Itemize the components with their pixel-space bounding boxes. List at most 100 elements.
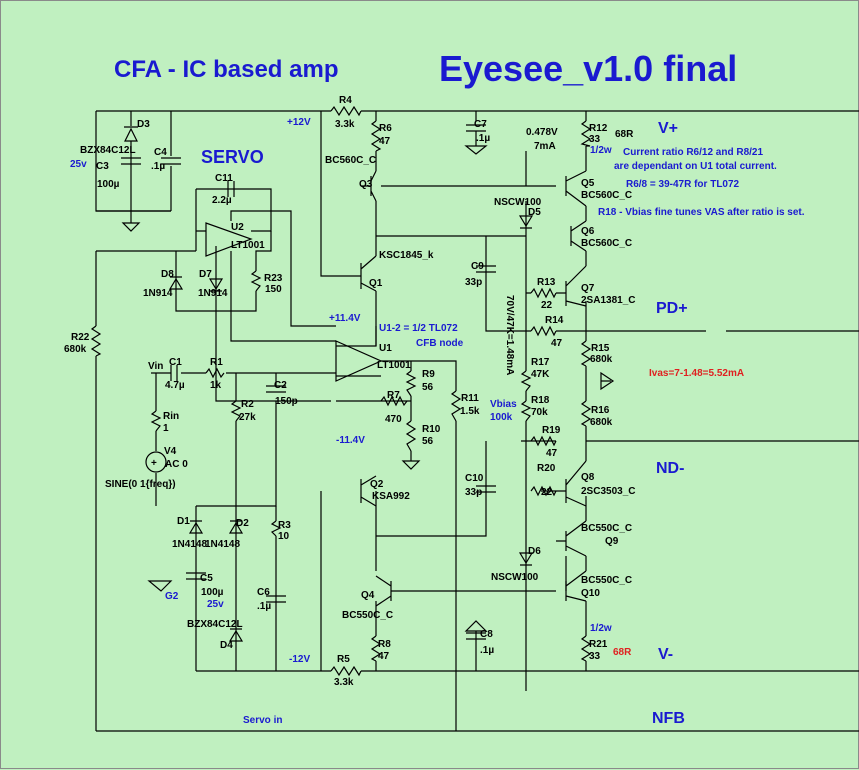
net-pdplus: PD+ [656,300,688,317]
transistor-Q8 [565,460,587,507]
label-R15: R15 [591,343,610,354]
resistor-R22 [90,325,102,357]
resistor-R9 [405,370,417,397]
label-C10: C10 [465,473,484,484]
capacitor-C10 [476,485,496,493]
capacitor-C2 [266,385,286,393]
transistor-Q2 [360,475,377,507]
note-vbias-100k: 100k [490,412,513,423]
label-C4: C4 [154,147,167,158]
resistor-R21 [580,635,592,662]
value-R21: 33 [589,651,601,662]
value-C7: .1µ [476,133,490,144]
label-R9: R9 [422,369,435,380]
value-R17: 47K [531,369,550,380]
label-C7: C7 [474,119,487,130]
resistor-R14 [530,325,557,337]
value-R9: 56 [422,382,434,393]
resistor-Rin [150,410,162,432]
resistor-R18 [520,400,532,422]
note-current-ratio-2: are dependant on U1 total current. [614,161,777,172]
value-Q4: BC550C_C [342,610,393,621]
label-R19: R19 [542,425,561,436]
value-R6: 47 [379,136,391,147]
zener-D3 [124,126,138,142]
svg-text:+: + [151,458,157,469]
value-U2: LT1001 [231,240,265,251]
label-C9: C9 [471,261,484,272]
note-ivas: Ivas=7-1.48=5.52mA [649,368,744,379]
label-Q2: Q2 [370,479,384,490]
value-C5: 100µ [201,587,224,598]
label-R16: R16 [591,405,610,416]
label-D6: D6 [528,546,541,557]
value-D7: 1N914 [198,288,228,299]
zener-D4 [228,628,244,642]
note-current-ratio-1: Current ratio R6/12 and R8/21 [623,147,763,158]
value-C2: 150p [275,396,298,407]
net-nfb: NFB [652,710,685,727]
value-D5: NSCW100 [494,197,542,208]
value-Q6: BC560C_C [581,238,632,249]
resistor-R6 [370,120,382,152]
label-Q1: Q1 [369,278,383,289]
ground-symbol [147,580,173,592]
value-R2: 27k [239,412,256,423]
value-Rin: 1 [163,423,169,434]
main-title: Eyesee_v1.0 final [439,48,737,89]
value-Q1: KSC1845_k [379,250,434,261]
label-R20: R20 [537,463,556,474]
capacitor-C4 [161,157,181,165]
label-Q9: Q9 [605,536,619,547]
resistor-R12 [580,120,592,147]
diode-D1 [188,520,204,534]
value-R16: 680k [590,417,613,428]
value-R7: 470 [385,414,402,425]
net-vplus: V+ [658,120,678,137]
net-g2: G2 [165,591,179,602]
label-R6: R6 [379,123,392,134]
value-C9: 33p [465,277,482,288]
transistor-Q5 [565,170,587,207]
value-R23: 150 [265,284,282,295]
value-C6: .1µ [257,601,271,612]
resistor-R3 [270,520,282,537]
note-25v-bottom: 25v [207,599,224,610]
transistor-Q4 [375,575,392,607]
label-Q7: Q7 [581,283,595,294]
value-Q2: KSA992 [372,491,410,502]
value-U1: LT1001 [377,360,411,371]
value-R1: 1k [210,380,222,391]
diode-D2 [228,520,244,534]
diode-D7 [208,278,224,292]
label-U2: U2 [231,222,244,233]
label-R17: R17 [531,357,550,368]
label-D2: D2 [236,518,249,529]
value-C8: .1µ [480,645,494,656]
value-Q7: 2SA1381_C [581,295,635,306]
label-Q10: Q10 [581,588,600,599]
label-R14: R14 [545,315,564,326]
label-R5: R5 [337,654,350,665]
label-D8: D8 [161,269,174,280]
transistor-Q7 [565,265,587,307]
label-Q6: Q6 [581,226,595,237]
capacitor-C11 [227,181,235,197]
value-R4: 3.3k [335,119,355,130]
capacitor-C7 [466,124,486,146]
net-vminus: V- [658,646,673,663]
value-C11: 2.2µ [212,195,232,206]
label-Q10-value: BC550C_C [581,575,632,586]
net-n12: -12V [289,654,310,665]
value-D1: 1N4148 [172,539,207,550]
label-R3: R3 [278,520,291,531]
value-C4: .1µ [151,161,165,172]
resistor-R11 [450,390,462,422]
note-r18: R18 - Vbias fine tunes VAS after ratio i… [598,207,805,218]
value-R5: 3.3k [334,677,354,688]
value-R11: 1.5k [460,406,480,417]
net-n114: -11.4V [336,435,365,446]
label-R7: R7 [387,390,400,401]
net-ndminus: ND- [656,460,684,477]
